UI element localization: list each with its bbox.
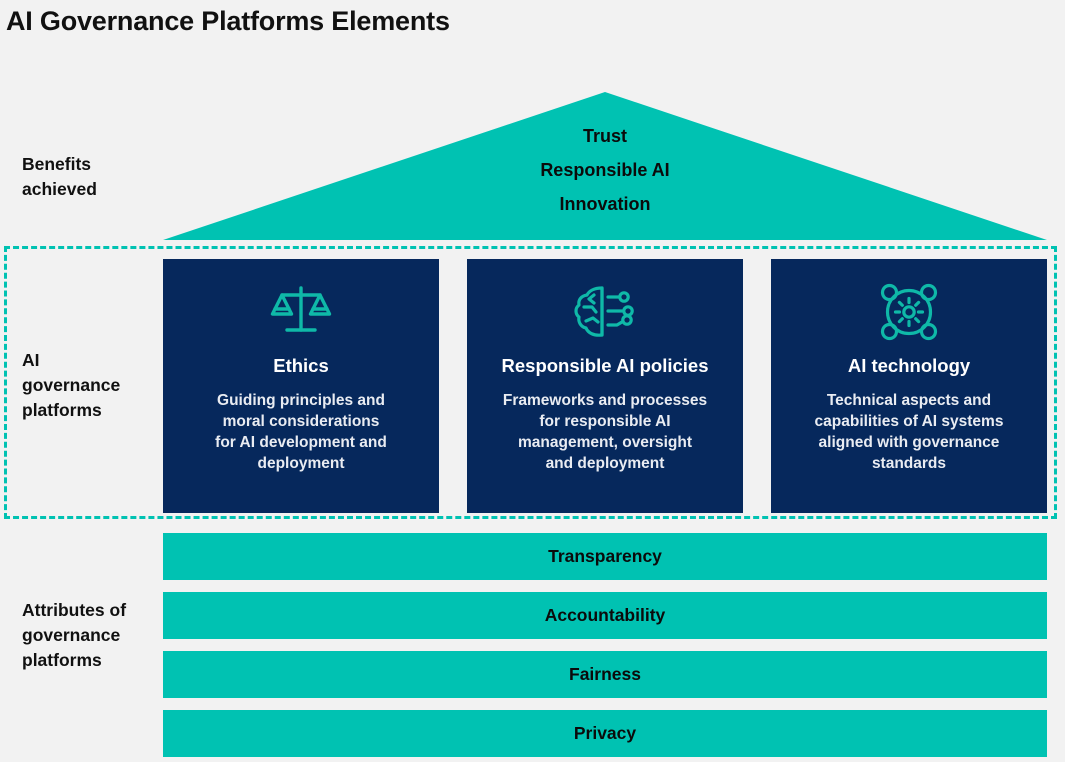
governance-dashed-highlight xyxy=(4,246,1057,519)
brain-circuit-icon xyxy=(572,283,638,341)
card-description-responsible-ai-policies: Frameworks and processes for responsible… xyxy=(502,392,708,472)
attribute-bar-accountability[interactable]: Accountability xyxy=(163,592,1047,639)
attribute-bars-group: Transparency Accountability Fairness Pri… xyxy=(163,533,1047,757)
card-ethics[interactable]: Ethics Guiding principles and moral cons… xyxy=(163,259,439,513)
card-ai-technology[interactable]: AI technology Technical aspects and capa… xyxy=(771,259,1047,513)
attribute-label: Privacy xyxy=(573,723,637,743)
card-title-ai-technology: AI technology xyxy=(847,355,971,376)
row-label-ai-governance-platforms: AI governance platforms xyxy=(22,350,121,420)
roof-triangle-shape xyxy=(163,92,1047,240)
gear-network-icon xyxy=(876,283,942,341)
card-title-ethics: Ethics xyxy=(273,355,329,376)
attribute-bar-fairness[interactable]: Fairness xyxy=(163,651,1047,698)
governance-cards-group: Ethics Guiding principles and moral cons… xyxy=(163,259,1047,513)
row-label-benefits: Benefits achieved xyxy=(22,154,97,199)
benefits-roof: Trust Responsible AI Innovation xyxy=(163,92,1047,242)
page-title: AI Governance Platforms Elements xyxy=(6,6,450,36)
row-label-attributes-of-governance-platforms: Attributes of governance platforms xyxy=(22,600,127,670)
card-description-ethics: Guiding principles and moral considerati… xyxy=(215,392,387,472)
attribute-label: Accountability xyxy=(544,605,666,625)
card-title-responsible-ai-policies: Responsible AI policies xyxy=(501,355,709,376)
card-responsible-ai-policies[interactable]: Responsible AI policies Frameworks and p… xyxy=(467,259,743,513)
attribute-bar-transparency[interactable]: Transparency xyxy=(163,533,1047,580)
attribute-label: Fairness xyxy=(569,664,641,684)
attribute-bar-privacy[interactable]: Privacy xyxy=(163,710,1047,757)
card-description-ai-technology: Technical aspects and capabilities of AI… xyxy=(814,392,1004,472)
attribute-label: Transparency xyxy=(548,546,662,566)
scales-balance-icon xyxy=(268,283,334,341)
